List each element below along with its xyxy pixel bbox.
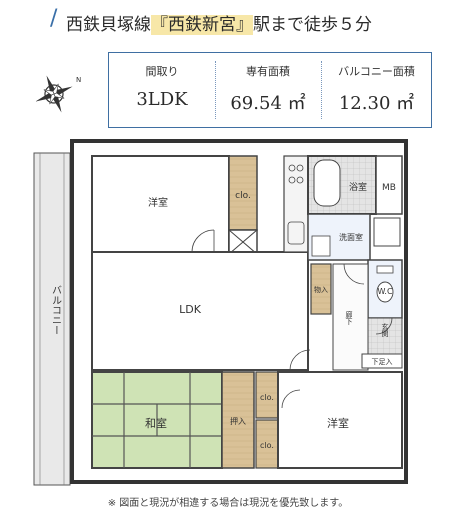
label-wc: W.C: [377, 287, 393, 296]
footnote: ※ 図面と現況が相違する場合は現況を優先致します。: [107, 498, 349, 509]
label-bathroom: 浴室: [349, 181, 367, 193]
title-prefix: 西鉄貝塚線: [66, 15, 151, 35]
spec-layout: 間取り 3LDK: [109, 53, 215, 127]
label-yoshitsu-bottom: 洋室: [327, 416, 349, 430]
label-ldk: LDK: [179, 303, 202, 316]
label-mb: MB: [382, 183, 396, 193]
outer-wall: [70, 139, 408, 484]
label-washroom: 洗面室: [339, 232, 363, 242]
genkan: [367, 317, 403, 355]
closet-oshiire: [221, 371, 255, 469]
spec-area-label: 専有面積: [246, 65, 290, 78]
meter-box: [375, 155, 403, 215]
spec-divider: [215, 61, 216, 119]
label-clo-a: clo.: [260, 393, 274, 402]
hallway: [332, 263, 369, 371]
header: / 西鉄貝塚線『西鉄新宮』駅まで徒歩５分: [0, 0, 456, 44]
label-shoe-storage: 下足入: [372, 358, 393, 366]
north-label: N: [76, 76, 81, 84]
label-oshiire: 押入: [230, 416, 246, 426]
spec-area-value: 69.54 ㎡: [230, 93, 306, 114]
room-yoshitsu-bottom: [277, 371, 403, 469]
spec-divider: [321, 61, 322, 119]
spec-layout-value: 3LDK: [136, 89, 188, 110]
label-hallway: 廊下: [345, 310, 353, 326]
closet-top: [228, 155, 258, 231]
header-slash-icon: /: [50, 6, 58, 31]
spec-balcony: バルコニー面積 12.30 ㎡: [322, 53, 431, 127]
label-clo-top: clo.: [235, 191, 251, 201]
compass-rose-icon: N: [30, 70, 82, 116]
spec-area: 専有面積 69.54 ㎡: [216, 53, 320, 127]
page-title: 西鉄貝塚線『西鉄新宮』駅まで徒歩５分: [66, 10, 372, 35]
label-storage: 物入: [314, 285, 328, 294]
label-washitsu: 和室: [145, 416, 167, 430]
label-clo-b: clo.: [260, 441, 274, 450]
label-genkan: 玄関: [381, 322, 389, 338]
spec-balcony-label: バルコニー面積: [338, 65, 415, 78]
label-yoshitsu-top: 洋室: [148, 196, 168, 209]
room-ldk: [91, 251, 309, 371]
spec-box: 間取り 3LDK 専有面積 69.54 ㎡ バルコニー面積 12.30 ㎡: [108, 52, 432, 128]
station-name: 『西鉄新宮』: [151, 15, 253, 35]
title-suffix: 駅まで徒歩５分: [253, 15, 372, 35]
storage-monoire: [310, 263, 332, 315]
spec-layout-label: 間取り: [145, 65, 179, 78]
spec-balcony-value: 12.30 ㎡: [338, 93, 415, 114]
label-balcony: バルコニー: [50, 285, 62, 335]
shoe-storage: [361, 353, 403, 369]
